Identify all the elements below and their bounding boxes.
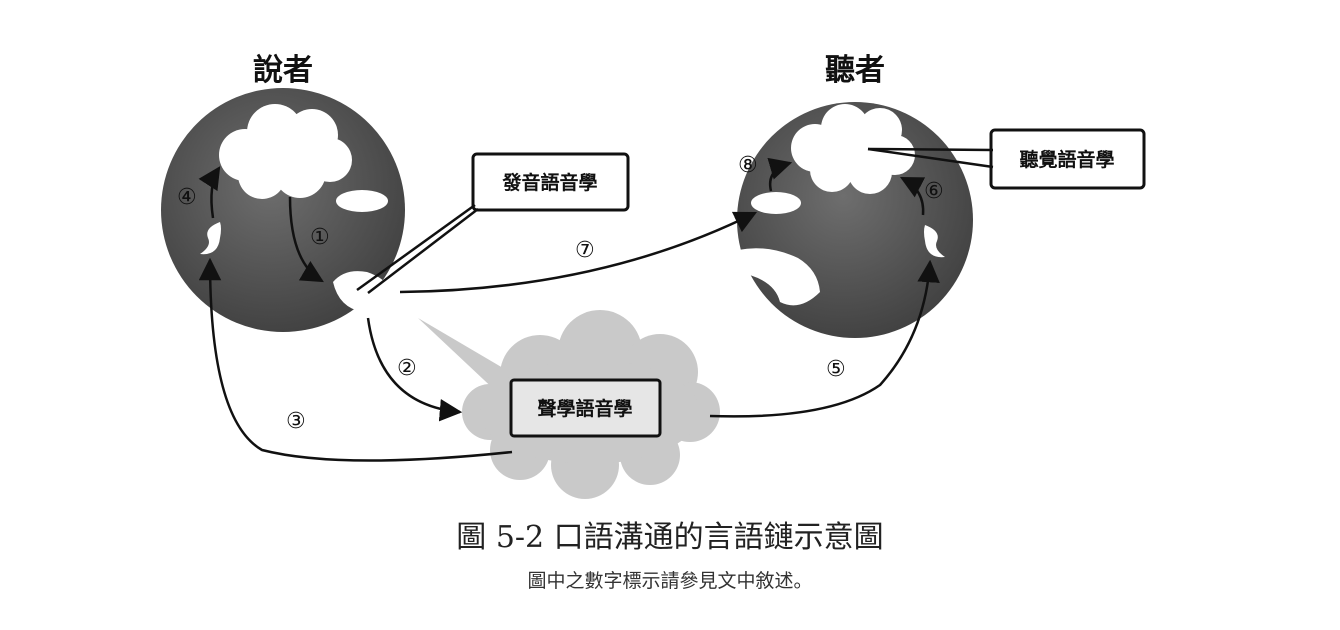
speaker-head <box>161 88 405 332</box>
step-7: ⑦ <box>575 238 595 263</box>
speaker-thought-cloud <box>219 104 352 199</box>
auditory-label: 聽覺語音學 <box>1019 148 1114 171</box>
acoustic-label: 聲學語音學 <box>537 397 632 420</box>
listener-thought-cloud <box>791 104 915 194</box>
listener-brain-region <box>751 192 801 214</box>
listener-head <box>736 102 973 338</box>
arrow-7 <box>399 211 758 294</box>
arrow-8 <box>767 157 793 192</box>
arrow-3 <box>198 257 513 462</box>
arrow-2 <box>366 317 463 422</box>
arrow-1 <box>288 196 324 283</box>
step-3: ③ <box>286 409 306 434</box>
step-5: ⑤ <box>826 357 846 382</box>
speaker-title: 說者 <box>253 53 313 88</box>
auditory-callout <box>867 147 994 169</box>
speaker-mouth <box>333 271 391 312</box>
step-1: ① <box>310 225 330 250</box>
arrow-5 <box>709 259 940 418</box>
speaker-ear <box>200 222 221 255</box>
auditory-box: 聽覺語音學 <box>989 128 1146 190</box>
step-8: ⑧ <box>738 153 758 178</box>
articulatory-callout <box>356 203 479 294</box>
chain-arrows <box>198 157 940 462</box>
step-2: ② <box>397 356 417 381</box>
articulatory-label: 發音語音學 <box>501 171 597 194</box>
figure-caption: 圖 5-2 口語溝通的言語鏈示意圖 <box>456 520 884 555</box>
articulatory-box: 發音語音學 <box>471 152 630 212</box>
listener-ear <box>924 225 945 258</box>
speaker-brain-region <box>336 190 388 212</box>
listener-title: 聽者 <box>825 53 885 88</box>
step-6: ⑥ <box>924 179 944 204</box>
step-4: ④ <box>177 185 197 210</box>
acoustic-box: 聲學語音學 <box>509 378 662 438</box>
listener-notch <box>736 248 820 306</box>
figure-note: 圖中之數字標示請參見文中敘述。 <box>527 570 813 592</box>
arrow-4 <box>198 166 221 219</box>
arrow-6 <box>900 176 926 216</box>
